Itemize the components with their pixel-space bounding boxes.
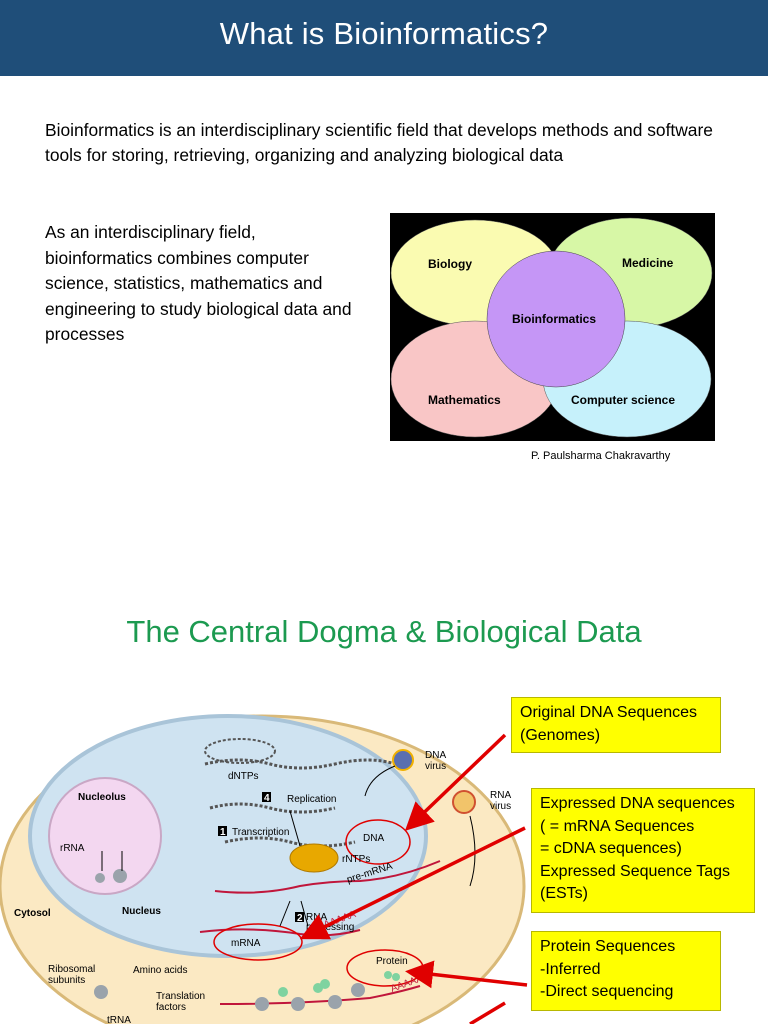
step-1-badge: 1: [220, 827, 226, 838]
label-translation: Translation: [156, 991, 205, 1002]
label-cytosol: Cytosol: [14, 908, 51, 919]
note-dna-line-2: (Genomes): [520, 726, 601, 744]
note-original-dna: Original DNA Sequences (Genomes): [511, 697, 721, 753]
label-factors: factors: [156, 1002, 186, 1013]
label-transcription: Transcription: [232, 827, 289, 838]
mrna-highlight-ellipse: [213, 923, 303, 961]
label-dna-virus-1: DNA: [425, 750, 446, 761]
dna-circle-top: [204, 738, 276, 764]
section-title: The Central Dogma & Biological Data: [126, 614, 642, 649]
image-credit: P. Paulsharma Chakravarthy: [531, 450, 671, 462]
rna-polymerase: [289, 843, 339, 873]
note-est-line-4: Expressed Sequence Tags: [540, 862, 731, 880]
note-protein-line-3: -Direct sequencing: [540, 983, 674, 1000]
dna-virus-shape: [392, 749, 414, 771]
label-nucleolus: Nucleolus: [78, 792, 126, 803]
label-ribosomal: Ribosomal: [48, 964, 95, 975]
venn-diagram: Biology Medicine Bioinformatics Mathemat…: [390, 213, 715, 441]
label-trna: tRNA: [107, 1015, 131, 1024]
note-protein-sequences: Protein Sequences -Inferred -Direct sequ…: [531, 931, 721, 1011]
label-rna-virus-2: virus: [490, 801, 511, 812]
central-dogma-cell-diagram: 4 1 2 dNTPs DNA virus RNA virus Replicat…: [0, 714, 526, 1024]
note-protein-line-2: -Inferred: [540, 960, 601, 978]
venn-label-computer-science: Computer science: [571, 393, 675, 407]
note-protein-line-1: Protein Sequences: [540, 938, 676, 955]
label-subunits: subunits: [48, 975, 85, 986]
label-replication: Replication: [287, 794, 336, 805]
interdisciplinary-paragraph: As an interdisciplinary field, bioinform…: [45, 222, 352, 344]
note-est-line-3: = cDNA sequences): [540, 840, 682, 857]
venn-label-biology: Biology: [428, 257, 472, 271]
label-rrna: rRNA: [60, 843, 85, 854]
label-dna-virus-2: virus: [425, 761, 446, 772]
note-est-line-1: Expressed DNA sequences: [540, 795, 735, 812]
venn-circle-bioinformatics: [486, 250, 626, 388]
label-amino-acids: Amino acids: [133, 965, 187, 976]
label-nucleus: Nucleus: [122, 906, 161, 917]
label-rntps: rNTPs: [342, 854, 370, 865]
label-protein: Protein: [376, 956, 408, 967]
note-est-line-2: ( = mRNA Sequences: [540, 817, 695, 835]
title-bar: What is Bioinformatics?: [0, 0, 768, 76]
step-4-badge: 4: [264, 793, 270, 804]
venn-label-mathematics: Mathematics: [428, 393, 501, 407]
note-dna-line-1: Original DNA Sequences: [520, 704, 697, 721]
note-est-line-5: (ESTs): [540, 885, 588, 902]
nucleolus-shape: [48, 777, 162, 895]
note-expressed-sequences: Expressed DNA sequences ( = mRNA Sequenc…: [531, 788, 755, 913]
label-mrna: mRNA: [231, 938, 261, 949]
label-rna-virus-1: RNA: [490, 790, 511, 801]
venn-label-bioinformatics: Bioinformatics: [512, 312, 596, 326]
rna-virus-shape: [452, 790, 476, 814]
intro-paragraph: Bioinformatics is an interdisciplinary s…: [45, 120, 713, 165]
label-dntps: dNTPs: [228, 771, 259, 782]
step-2-badge: 2: [297, 913, 303, 924]
label-dna: DNA: [363, 833, 384, 844]
venn-label-medicine: Medicine: [622, 256, 674, 270]
page-title: What is Bioinformatics?: [219, 16, 549, 51]
dna-helix-mid: [209, 802, 336, 814]
dna-helix-top: [204, 758, 396, 770]
